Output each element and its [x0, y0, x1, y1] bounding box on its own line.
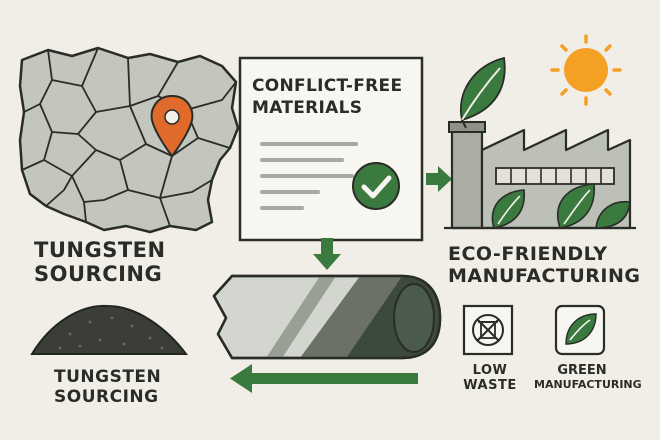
document-title-line: CONFLICT-FREE — [252, 76, 403, 96]
arrow-right-icon — [426, 166, 452, 192]
label-line: WASTE — [463, 377, 517, 393]
location-pin-icon — [150, 94, 194, 158]
label-line: SOURCING — [54, 386, 159, 407]
label-line: TUNGSTEN — [34, 238, 166, 262]
leaf-icon — [595, 201, 631, 229]
label-line: LOW — [472, 363, 508, 378]
leaf-badge-icon — [554, 304, 606, 356]
tungsten-powder-pile-icon — [30, 304, 189, 355]
sun-icon — [550, 34, 622, 106]
arrow-down-icon — [313, 238, 341, 270]
document-text-lines — [260, 142, 358, 210]
leaf-icon — [491, 189, 525, 229]
label-line: MANUFACTURING — [448, 264, 641, 287]
low-waste-label: LOW WASTE — [462, 363, 518, 394]
tungsten-rod-icon — [212, 274, 442, 360]
map-icon — [18, 46, 240, 234]
tungsten-sourcing-label: TUNGSTEN SOURCING — [34, 238, 166, 286]
label-line: GREEN — [557, 363, 607, 378]
tungsten-sourcing-label: TUNGSTEN SOURCING — [54, 367, 162, 407]
leaf-icon — [557, 183, 595, 229]
conflict-free-document — [238, 56, 424, 242]
label-line: TUNGSTEN — [54, 367, 162, 387]
document-title-line: MATERIALS — [252, 97, 363, 118]
label-line: ECO-FRIENDLY — [448, 243, 608, 265]
label-line: SOURCING — [34, 262, 163, 287]
document-title: CONFLICT-FREE MATERIALS — [252, 76, 412, 120]
arrow-left-icon — [230, 364, 418, 393]
label-line: MANUFACTURING — [534, 377, 642, 391]
eco-friendly-manufacturing-label: ECO-FRIENDLY MANUFACTURING — [448, 243, 641, 288]
green-manufacturing-label: GREEN MANUFACTURING — [534, 363, 642, 392]
leaf-icon — [460, 56, 506, 129]
no-waste-icon — [462, 304, 514, 356]
checkmark-icon — [352, 162, 400, 210]
